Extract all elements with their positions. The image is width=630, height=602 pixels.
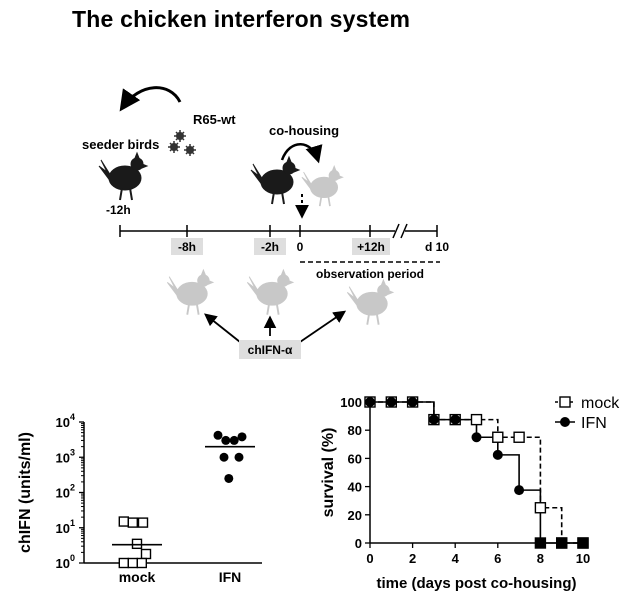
time-box [171, 238, 203, 255]
data-point [137, 517, 149, 528]
cohousing-label: co-housing [269, 123, 339, 138]
data-point [428, 414, 439, 425]
time-label: +12h [357, 240, 385, 254]
curved-arrow-cohousing [280, 143, 323, 164]
chart2-marks [364, 396, 589, 549]
virus-label: R65-wt [193, 112, 236, 127]
timeline-break [400, 223, 408, 239]
data-point [127, 517, 139, 528]
time-label: -2h [261, 240, 279, 254]
data-point [556, 537, 568, 549]
x-tick-label: 6 [494, 551, 501, 566]
x-tick-label: 2 [409, 551, 416, 566]
timeline-break [392, 223, 400, 239]
curved-arrow-seeder [119, 86, 182, 112]
treatment-label: chIFN-α [248, 343, 293, 357]
data-point [534, 502, 547, 514]
treatment-arrow [299, 310, 347, 343]
chart1-marks [112, 430, 255, 569]
data-point [234, 452, 244, 462]
treatment-arrow [204, 313, 241, 343]
zero-label: 0 [297, 240, 304, 254]
end-label: d 10 [425, 240, 449, 254]
data-point [514, 485, 525, 496]
y-tick-label: 60 [348, 451, 362, 466]
x-tick-label: 4 [452, 551, 460, 566]
data-point [386, 397, 397, 407]
chart2-x-axis-label: time (days post co-housing) [376, 575, 576, 592]
legend-marker [560, 417, 570, 427]
chart2-ticks: 0 20 40 60 80 100 0 2 4 6 8 10 [340, 395, 590, 566]
chart1-categories: mock IFN [119, 569, 242, 585]
chart2-y-axis-label: survival (%) [320, 428, 337, 518]
chart2-lines [370, 401, 583, 544]
category-label: mock [119, 569, 156, 585]
x-tick-label: 0 [366, 551, 373, 566]
data-point [470, 413, 483, 426]
time-box [254, 238, 286, 255]
legend-marker [559, 396, 571, 408]
timeline-start-label: -12h [106, 203, 131, 217]
y-tick-label: 40 [348, 480, 362, 495]
series-line-IFN [370, 401, 583, 544]
data-point [136, 557, 148, 569]
data-point [492, 431, 504, 443]
data-point [577, 537, 589, 549]
chart1-y-axis-label: chIFN (units/ml) [17, 432, 34, 553]
data-point [213, 430, 223, 440]
data-point [237, 432, 247, 442]
time-box [352, 238, 390, 255]
y-tick-label: 0 [355, 536, 362, 551]
observation-label: observation period [316, 267, 424, 281]
experiment-diagram: R65-wt seeder birds co-housing -12h -8h … [82, 86, 449, 359]
data-point [221, 435, 231, 445]
data-point [492, 449, 503, 460]
category-label: IFN [219, 569, 242, 585]
legend-label: mock [581, 395, 620, 412]
data-point [219, 452, 229, 462]
data-point [131, 538, 143, 550]
data-point [365, 397, 375, 407]
legend-label: IFN [581, 415, 607, 432]
data-point [534, 537, 547, 549]
page-title: The chicken interferon system [72, 6, 411, 32]
data-point [224, 473, 234, 483]
y-tick-label: 100 [340, 395, 362, 410]
x-tick-label: 10 [576, 551, 590, 566]
treatment-box [239, 340, 301, 359]
y-tick-label: 80 [348, 423, 362, 438]
data-point [471, 432, 482, 443]
seeder-label: seeder birds [82, 137, 159, 152]
x-tick-label: 8 [537, 551, 544, 566]
data-point [513, 431, 525, 443]
data-point [407, 397, 418, 407]
data-point [229, 435, 239, 445]
time-label: -8h [178, 240, 196, 254]
y-tick-label: 20 [348, 508, 362, 523]
data-point [450, 414, 461, 425]
